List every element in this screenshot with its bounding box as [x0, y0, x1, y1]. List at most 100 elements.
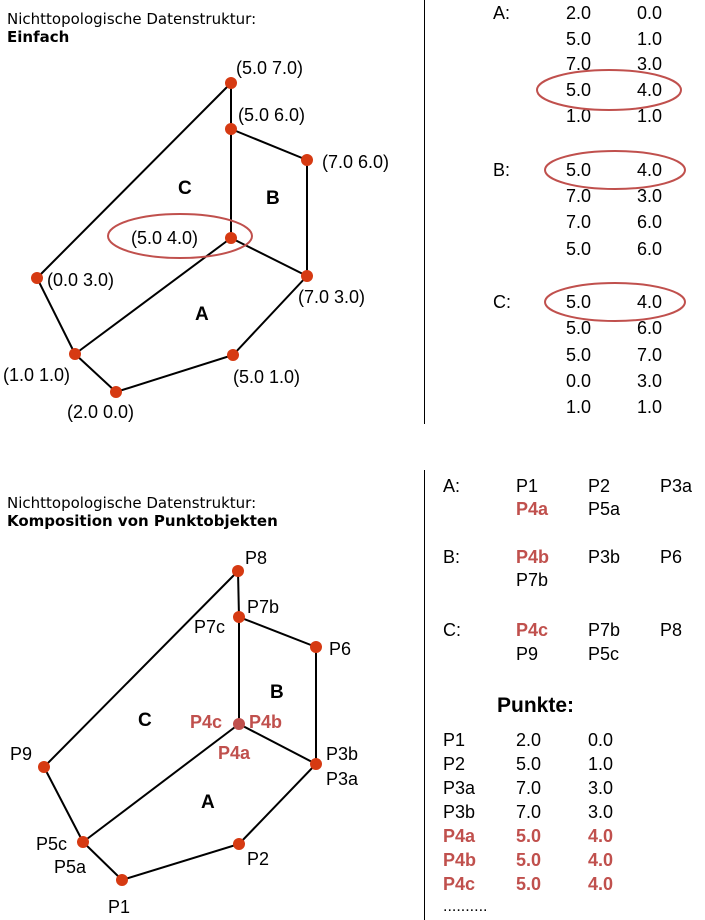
top-table-a-r3-y: 4.0 — [637, 80, 663, 100]
bottom-node-p8 — [232, 565, 244, 577]
bottom-label-p2: P2 — [247, 849, 269, 869]
top-table-b-r3-x: 5.0 — [566, 239, 592, 259]
bottom-label-p7c: P7c — [194, 617, 225, 637]
top-node-1-1 — [69, 348, 81, 360]
bottom-obj-b-r0-c0: P4b — [516, 547, 550, 567]
top-node-5-6 — [225, 123, 237, 135]
points-r6-x: 5.0 — [516, 874, 542, 894]
points-r0-y: 0.0 — [588, 730, 614, 750]
bottom-obj-c-name: C: — [443, 620, 461, 640]
top-table-a-r0-x: 2.0 — [566, 3, 592, 23]
bottom-node-p4 — [233, 718, 245, 730]
bottom-edge-c-a — [82, 723, 240, 843]
top-title-line1: Nichttopologische Datenstruktur: — [7, 10, 257, 28]
bottom-label-p4a: P4a — [218, 743, 251, 763]
top-node-5-7 — [225, 77, 237, 89]
top-table-a-shared-highlight — [536, 69, 682, 111]
top-table-a-r1-x: 5.0 — [566, 29, 592, 49]
points-r5-y: 4.0 — [588, 850, 614, 870]
bottom-diagram: P8 P7b P7c P6 P3b P3a P9 P5c P5a P2 P1 C… — [10, 548, 359, 917]
points-r3-name: P3b — [443, 802, 476, 822]
points-title: Punkte: — [497, 694, 575, 717]
bottom-obj-c-r0-c1: P7b — [588, 620, 621, 640]
top-label-5-4: (5.0 4.0) — [131, 228, 198, 248]
bottom-obj-a-r1-c0: P4a — [516, 499, 549, 519]
top-label-1-1: (1.0 1.0) — [3, 365, 70, 385]
bottom-obj-b-r0-c1: P3b — [588, 547, 621, 567]
top-label-2-0: (2.0 0.0) — [67, 402, 134, 422]
top-table-b-r2-x: 7.0 — [566, 212, 592, 232]
bottom-label-p8: P8 — [245, 548, 267, 568]
top-table-c-r1-y: 6.0 — [637, 318, 663, 338]
top-table-c-r0-y: 4.0 — [637, 292, 663, 312]
bottom-nodes — [38, 565, 322, 886]
top-nodes — [31, 77, 313, 398]
top-table-c-r3-y: 3.0 — [637, 371, 663, 391]
bottom-node-p9 — [38, 761, 50, 773]
top-face-a: A — [195, 304, 209, 325]
top-label-7-3: (7.0 3.0) — [298, 287, 365, 307]
points-more: .......... — [443, 898, 488, 915]
top-shared-point-highlight — [107, 213, 253, 259]
top-table-a-r2-y: 3.0 — [637, 54, 663, 74]
bottom-obj-c-r0-c0: P4c — [516, 620, 549, 640]
top-label-5-1: (5.0 1.0) — [233, 367, 300, 387]
top-table-c-r4-x: 1.0 — [566, 397, 592, 417]
bottom-face-c: C — [138, 710, 152, 731]
top-node-2-0 — [110, 386, 122, 398]
top-title-line2: Einfach — [7, 28, 70, 46]
points-r0-x: 2.0 — [516, 730, 542, 750]
bottom-obj-a-r0-c1: P2 — [588, 476, 611, 496]
bottom-obj-b-r0-c2: P6 — [660, 547, 683, 567]
top-label-0-3: (0.0 3.0) — [47, 270, 114, 290]
bottom-obj-a-r0-c0: P1 — [516, 476, 539, 496]
top-table-b-shared-highlight — [544, 150, 686, 190]
bottom-obj-a-name: A: — [443, 476, 461, 496]
top-table-b-r0-y: 4.0 — [637, 160, 663, 180]
points-r1-name: P2 — [443, 754, 466, 774]
points-r1-x: 5.0 — [516, 754, 542, 774]
points-r2-x: 7.0 — [516, 778, 542, 798]
top-table-a-r4-x: 1.0 — [566, 106, 592, 126]
top-table-c-shared-highlight — [544, 282, 686, 322]
bottom-node-p6 — [310, 641, 322, 653]
bottom-divider — [424, 470, 425, 920]
top-node-5-4 — [225, 232, 237, 244]
bottom-face-a: A — [201, 792, 215, 813]
bottom-obj-c-r0-c2: P8 — [660, 620, 683, 640]
bottom-node-p7 — [233, 611, 245, 623]
points-r2-y: 3.0 — [588, 778, 614, 798]
bottom-obj-b-name: B: — [443, 547, 461, 567]
top-table-c-r2-x: 5.0 — [566, 345, 592, 365]
top-edge-b-a — [230, 237, 308, 277]
points-r1-y: 1.0 — [588, 754, 614, 774]
bottom-obj-a-r1-c1: P5a — [588, 499, 621, 519]
top-label-7-6: (7.0 6.0) — [322, 152, 389, 172]
top-table-b-r1-x: 7.0 — [566, 186, 592, 206]
top-table-a-r4-y: 1.0 — [637, 106, 663, 126]
top-table-a-r3-x: 5.0 — [566, 80, 592, 100]
top-table-c-r4-y: 1.0 — [637, 397, 663, 417]
top-table-c-r0-x: 5.0 — [566, 292, 592, 312]
bottom-label-p9: P9 — [10, 744, 32, 764]
points-r3-y: 3.0 — [588, 802, 614, 822]
points-r0-name: P1 — [443, 730, 466, 750]
bottom-label-p6: P6 — [329, 639, 351, 659]
bottom-label-p3a: P3a — [326, 769, 359, 789]
bottom-node-p1 — [116, 874, 128, 886]
top-label-5-6: (5.0 6.0) — [238, 105, 305, 125]
top-table-a-name: A: — [493, 3, 511, 23]
points-r4-y: 4.0 — [588, 826, 614, 846]
top-table-c-r3-x: 0.0 — [566, 371, 592, 391]
points-r4-name: P4a — [443, 826, 476, 846]
bottom-edge-b-a — [238, 723, 317, 765]
bottom-label-p4b: P4b — [249, 712, 282, 732]
top-table-b-r0-x: 5.0 — [566, 160, 592, 180]
top-node-5-1 — [227, 349, 239, 361]
top-table-highlights — [536, 69, 686, 322]
top-table-b-r3-y: 6.0 — [637, 239, 663, 259]
bottom-obj-c-r1-c1: P5c — [588, 644, 620, 664]
bottom-label-p4c: P4c — [190, 712, 222, 732]
top-diagram: (5.0 7.0) (5.0 6.0) (7.0 6.0) (5.0 4.0) … — [3, 58, 389, 422]
points-r3-x: 7.0 — [516, 802, 542, 822]
